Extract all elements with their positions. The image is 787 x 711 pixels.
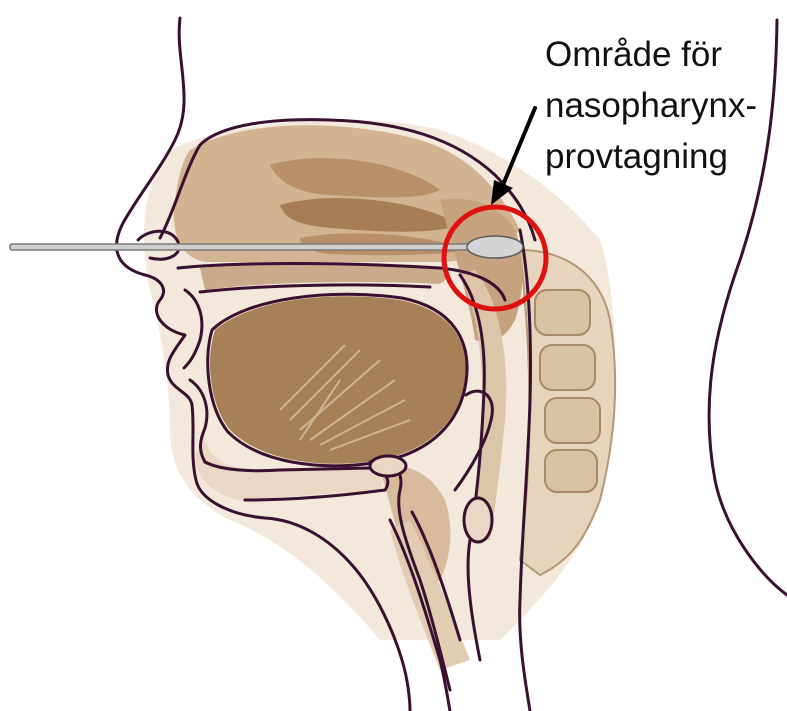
swab-stick: [10, 244, 480, 250]
annotation-line-3: provtagning: [545, 137, 728, 176]
annotation-label: Område för nasopharynx- provtagning: [545, 35, 757, 176]
annotation-line-2: nasopharynx-: [545, 86, 757, 125]
annotation-line-1: Område för: [545, 35, 722, 74]
head-anatomy: [144, 120, 615, 670]
cervical-spine: [520, 250, 615, 575]
swab-tip: [467, 236, 523, 258]
tongue: [210, 296, 466, 464]
hyoid-outline: [370, 456, 406, 476]
